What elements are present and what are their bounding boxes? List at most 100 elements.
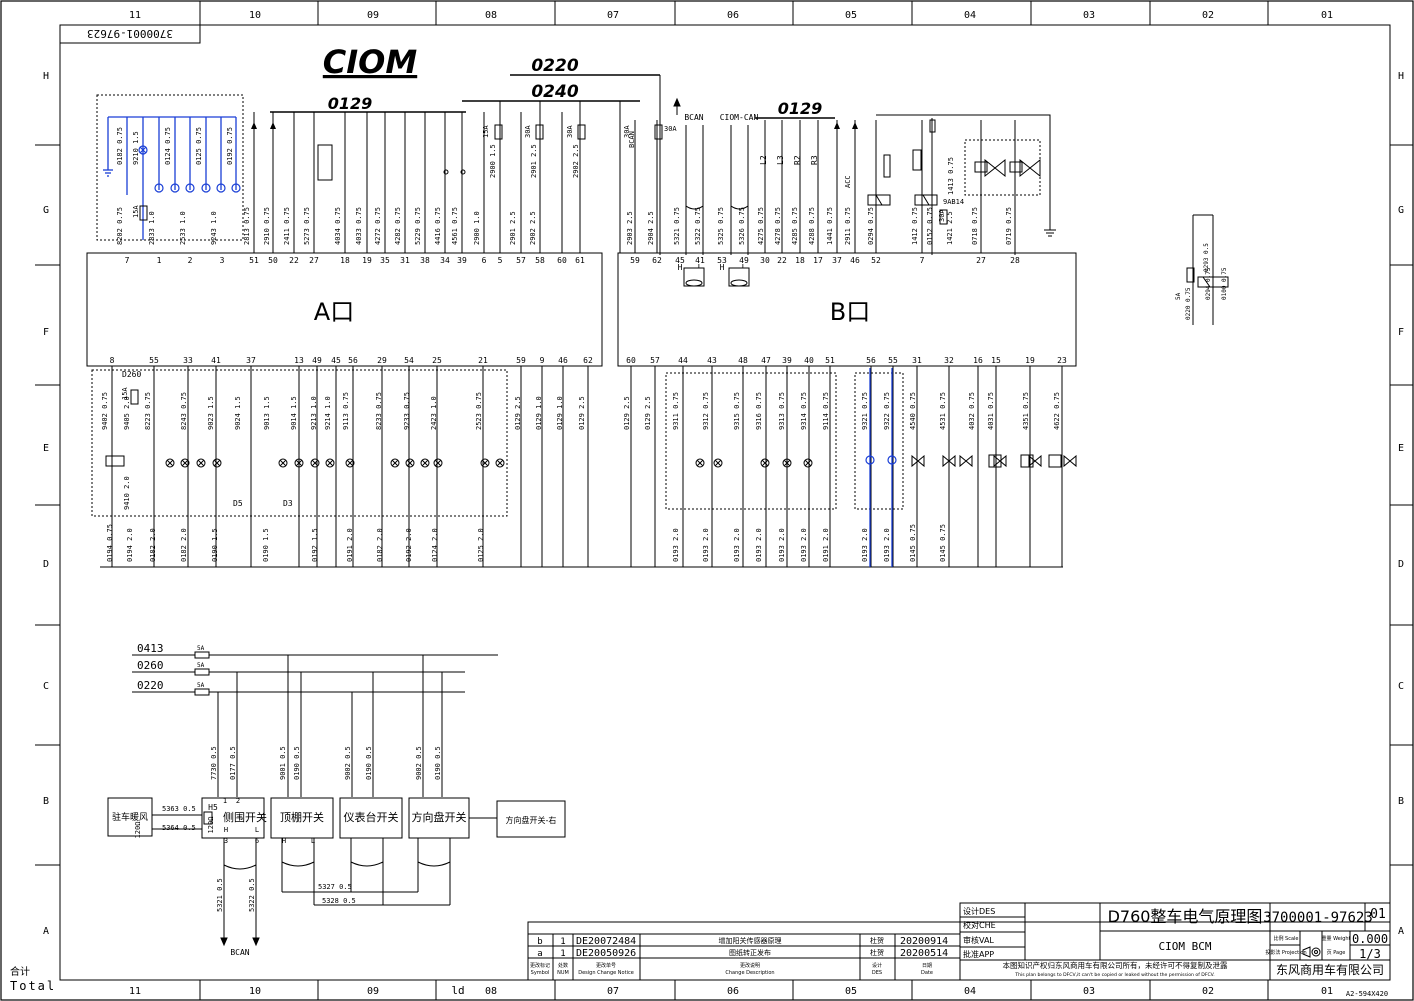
b-top-wire-8: 4285 0.75 bbox=[791, 207, 799, 245]
switch-label-3: 仪表台开关 bbox=[344, 810, 399, 824]
a-mid-wire-7: 9014 1.5 bbox=[290, 396, 298, 430]
a-top-wire-12: 5229 0.75 bbox=[414, 207, 422, 245]
fuse-30a-1 bbox=[535, 124, 544, 140]
rev-header-symbol-0: 更改标记 bbox=[530, 962, 550, 969]
switch-label-4: 方向盘开关 bbox=[412, 810, 467, 824]
b-lower-group bbox=[665, 372, 837, 510]
a-upper-wire-6: 2900 1.5 bbox=[489, 144, 497, 178]
a-bot-wire-10: 0124 2.0 bbox=[431, 528, 439, 562]
a-top-wire-16: 2901 2.5 bbox=[509, 211, 517, 245]
a-mid-wire-4: 9023 1.5 bbox=[207, 396, 215, 430]
bottom-col-08: 08 bbox=[485, 986, 497, 997]
rev-num-0: 1 bbox=[560, 937, 565, 947]
bottom-col-07: 07 bbox=[607, 986, 619, 997]
a-mid-wire-12: 9233 0.75 bbox=[403, 392, 411, 430]
a-top-wire-0: 8202 0.75 bbox=[116, 207, 124, 245]
a-bot-wire-0: 0194 0.75 bbox=[106, 524, 114, 562]
row-left-D: D bbox=[43, 559, 49, 570]
connector-a-label: A口 bbox=[314, 298, 354, 326]
switch-box-2 bbox=[270, 797, 334, 839]
connector-b-label: B口 bbox=[830, 298, 870, 326]
switch-wire-7: 0190 0.5 bbox=[434, 746, 442, 780]
a-upper-wire-8: 2902 2.5 bbox=[572, 144, 580, 178]
b-mid-wire-8: 9114 0.75 bbox=[822, 392, 830, 430]
b-top-wire-0: 2903 2.5 bbox=[626, 211, 634, 245]
row-right-F: F bbox=[1398, 327, 1404, 338]
switch-wire-2: 9001 0.5 bbox=[279, 746, 287, 780]
switch-wire-3: 0190 0.5 bbox=[293, 746, 301, 780]
b-bot-pin-0: 60 bbox=[626, 356, 636, 365]
corner-ref-box bbox=[59, 24, 201, 44]
fuse-15a-c bbox=[139, 205, 148, 221]
b-top-wire-3: 5322 0.75 bbox=[694, 207, 702, 245]
b-bot-wire-2: 0193 2.0 bbox=[733, 528, 741, 562]
a-top-pin-16: 5 bbox=[498, 256, 503, 265]
out-wire-1: 5322 0.5 bbox=[248, 878, 256, 912]
b-bot-pin-12: 32 bbox=[944, 356, 954, 365]
lower-pin-6: H bbox=[224, 826, 228, 834]
b-bot-pin-14: 15 bbox=[991, 356, 1001, 365]
b-bot-pin-4: 48 bbox=[738, 356, 748, 365]
parking-heater-box bbox=[107, 797, 153, 837]
corner-ref: 3700001-97623 bbox=[87, 27, 173, 40]
bcan-small: BCAN bbox=[628, 131, 636, 148]
lower-pin-7: L bbox=[255, 826, 259, 834]
b-bot-pin-5: 47 bbox=[761, 356, 771, 365]
b-lower-group-2 bbox=[854, 372, 904, 510]
rev-header-symbol-1: Symbol bbox=[531, 970, 550, 976]
switch-label-1: 侧围开关 bbox=[223, 810, 267, 824]
switch-box-right bbox=[496, 800, 566, 838]
b-top-wire-16: 1413 0.75 bbox=[947, 157, 955, 195]
role-che: 校对CHE bbox=[963, 920, 996, 930]
a-bot-pin-9: 29 bbox=[377, 356, 387, 365]
a-top-wire-4: 2813 0.75 bbox=[243, 207, 251, 245]
b-mid-wire-5: 9316 0.75 bbox=[755, 392, 763, 430]
rev-header-desc-0: 更改说明 bbox=[740, 962, 760, 969]
bus-fuse-1: 5A bbox=[197, 645, 205, 652]
a-note-d3: D3 bbox=[283, 499, 293, 508]
b-bot-wire-6: 0191 2.0 bbox=[822, 528, 830, 562]
a-bot-wire-11: 0125 2.0 bbox=[477, 528, 485, 562]
fuse-15a bbox=[494, 124, 503, 140]
term-120: 120Ω bbox=[207, 817, 215, 834]
b-top-wire-4: 5325 0.75 bbox=[717, 207, 725, 245]
b-top-pin-8: 18 bbox=[795, 256, 805, 265]
a-top-wire-15: 2900 1.0 bbox=[473, 211, 481, 245]
a-left-group bbox=[96, 94, 244, 241]
a-top-pin-3: 3 bbox=[220, 256, 225, 265]
copyright-cn: 本图知识产权归东风商用车有限公司所有，未经许可不得复制及泄露 bbox=[1003, 960, 1228, 970]
b-note-r3: R3 bbox=[810, 155, 819, 165]
a-top-wire-10: 4272 0.75 bbox=[374, 207, 382, 245]
b-top-pin-6: 30 bbox=[760, 256, 770, 265]
a-top-pin-12: 38 bbox=[420, 256, 430, 265]
projection-label: 投影法 Projection bbox=[1265, 949, 1306, 956]
bottom-col-01: 01 bbox=[1321, 986, 1333, 997]
rev-doc-1: DE20050926 bbox=[576, 948, 636, 959]
a-top-pin-0: 7 bbox=[125, 256, 130, 265]
b-top-pin-15: 28 bbox=[1010, 256, 1020, 265]
b-note-l2: L2 bbox=[759, 155, 768, 165]
b-bot-wire-7: 0193 2.0 bbox=[861, 528, 869, 562]
a-top-wire-7: 5273 0.75 bbox=[303, 207, 311, 245]
a-bot-pin-7: 45 bbox=[331, 356, 341, 365]
can-twists bbox=[673, 97, 750, 287]
switch-box-3 bbox=[339, 797, 403, 839]
row-left-H: H bbox=[43, 71, 49, 82]
rev-header-date-0: 日期 bbox=[922, 963, 932, 969]
rev-header-sign-0: 设计 bbox=[872, 962, 882, 969]
a-top-wire-5: 2910 0.75 bbox=[263, 207, 271, 245]
a-bot-wire-8: 0182 2.0 bbox=[376, 528, 384, 562]
b-bot-wire-10: 0145 0.75 bbox=[939, 524, 947, 562]
a-mid-wire-13: 2423 1.0 bbox=[430, 396, 438, 430]
rev-sign-0: 杜贺 bbox=[870, 936, 884, 945]
b-bot-pin-10: 55 bbox=[888, 356, 898, 365]
b-bot-pin-7: 40 bbox=[804, 356, 814, 365]
rev-header-doc-1: Design Change Notice bbox=[578, 970, 634, 976]
rev-sign-1: 杜贺 bbox=[870, 948, 884, 957]
a-bot-pin-5: 13 bbox=[294, 356, 304, 365]
a-upper-wire-1: 9210 1.5 bbox=[132, 131, 140, 165]
mark-ld: ld bbox=[451, 984, 464, 997]
row-left-A: A bbox=[43, 926, 49, 937]
role-des: 设计DES bbox=[963, 906, 995, 916]
a-bot-pin-15: 46 bbox=[558, 356, 568, 365]
